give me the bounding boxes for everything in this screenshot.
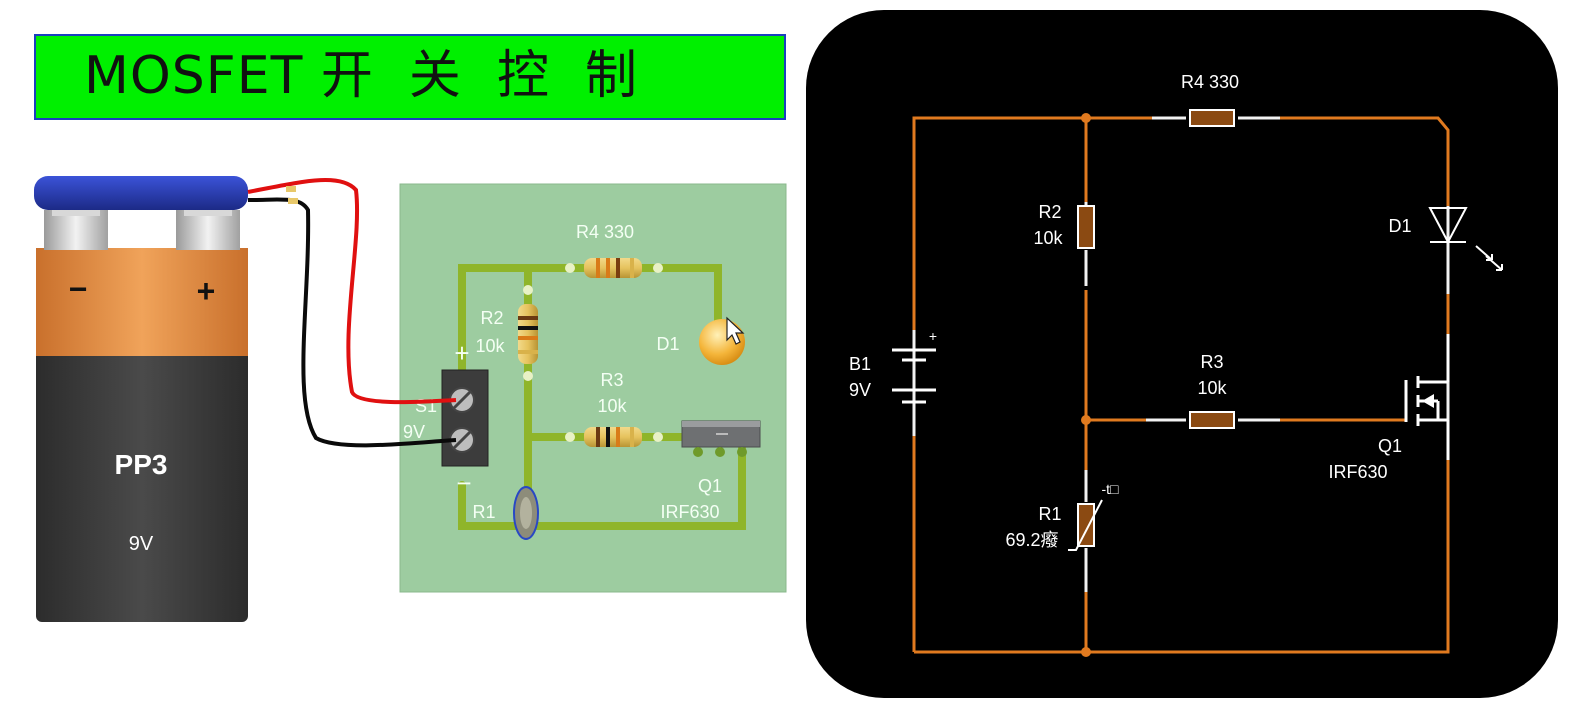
schematic-led-d1[interactable]	[1428, 207, 1503, 271]
breadboard-illustration: − + PP3 9V R4 330 R2 10k	[34, 176, 787, 622]
schematic-resistor-r3[interactable]	[1189, 411, 1235, 429]
battery-band	[36, 248, 248, 356]
board-s1-label: S1	[415, 396, 437, 416]
schematic-mosfet-q1[interactable]	[1404, 334, 1450, 460]
schematic-battery-b1[interactable]	[892, 348, 936, 404]
page-title: MOSFET 开 关 控 制	[84, 46, 639, 106]
schematic-r1-name: R1	[1038, 504, 1061, 524]
board-resistor-r4[interactable]	[565, 258, 663, 278]
schematic-r3-name: R3	[1200, 352, 1223, 372]
board-r4-label: R4 330	[576, 222, 634, 242]
battery-minus-label: −	[69, 271, 88, 307]
board-r2-name: R2	[480, 308, 503, 328]
board-r3-name: R3	[600, 370, 623, 390]
battery-model-label: PP3	[115, 449, 168, 480]
title-banner: MOSFET 开 关 控 制	[34, 34, 786, 120]
board-plus-sign: +	[454, 338, 469, 368]
schematic-b1-name: B1	[849, 354, 871, 374]
schematic-r1-temp: -t□	[1101, 481, 1119, 497]
junction-dot	[1081, 113, 1091, 123]
schematic-r3-value: 10k	[1197, 378, 1227, 398]
board-r3-value: 10k	[597, 396, 627, 416]
board-d1-label: D1	[656, 334, 679, 354]
schematic-thermistor-r1[interactable]	[1068, 499, 1103, 551]
schematic-b1-plus: +	[929, 328, 937, 344]
schematic-b1-voltage: 9V	[849, 380, 871, 400]
schematic-wires-white	[912, 116, 1450, 592]
schematic-wires-live	[912, 116, 1450, 654]
mosfet-arrow-icon	[1422, 394, 1434, 408]
board-q1-model: IRF630	[660, 502, 719, 522]
board-mosfet-q1[interactable]	[681, 420, 761, 457]
schematic-q1-name: Q1	[1378, 436, 1402, 456]
schematic-resistor-r2[interactable]	[1077, 205, 1095, 249]
schematic-d1-label: D1	[1388, 216, 1411, 236]
schematic-diagram: R4 330 R2 10k D1 + B1 9V R3 10k Q1	[849, 72, 1503, 657]
battery-voltage-label: 9V	[129, 533, 154, 555]
battery-plus-label: +	[197, 273, 216, 309]
board-resistor-r2[interactable]	[518, 285, 538, 381]
junction-dot	[1081, 415, 1091, 425]
schematic-r2-value: 10k	[1033, 228, 1063, 248]
schematic-resistor-r4[interactable]	[1189, 109, 1235, 127]
black-wire[interactable]	[247, 197, 457, 448]
schematic-r1-value: 69.2癈	[1005, 530, 1058, 550]
battery-terminal-positive	[176, 210, 240, 250]
schematic-r4-label: R4 330	[1181, 72, 1239, 92]
mouse-cursor-icon	[726, 316, 745, 345]
board-minus-sign: −	[456, 468, 471, 498]
board-terminal-block[interactable]	[441, 369, 489, 467]
board-resistor-r3[interactable]	[565, 427, 663, 447]
board-thermistor-r1[interactable]	[513, 486, 539, 540]
red-wire[interactable]	[247, 178, 457, 405]
schematic-panel	[806, 10, 1558, 698]
schematic-r2-name: R2	[1038, 202, 1061, 222]
junction-dot	[1081, 647, 1091, 657]
board-r1-label: R1	[472, 502, 495, 522]
schematic-q1-model: IRF630	[1328, 462, 1387, 482]
battery-terminal-negative	[44, 210, 108, 250]
board-q1-name: Q1	[698, 476, 722, 496]
board-r2-value: 10k	[475, 336, 505, 356]
battery-pp3[interactable]: − + PP3 9V	[34, 176, 248, 622]
board-s1-voltage: 9V	[403, 422, 425, 442]
battery-snap-cap	[34, 176, 248, 210]
